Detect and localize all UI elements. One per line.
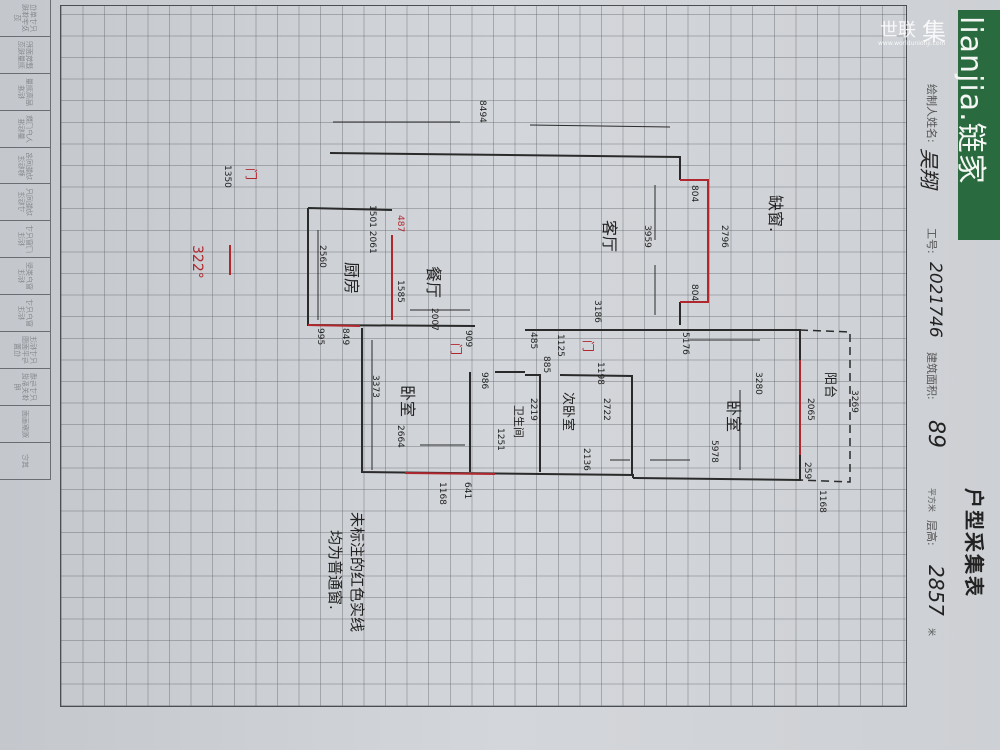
checklist-item: 功能间尺寸标注 (0, 184, 50, 222)
dim-label: 986 (479, 372, 489, 389)
dim-label: 804 (689, 284, 699, 301)
checklist-item: 门窗尺寸标注 (0, 221, 50, 259)
dim-label: 3280 (753, 372, 763, 395)
door-label: 门 (581, 340, 596, 352)
windows (229, 179, 801, 475)
checklist-item: 尺寸单位及字体规范 (0, 0, 50, 37)
wall (469, 371, 633, 475)
checklist-item: 其它 (0, 443, 50, 480)
dim-label: 1251 (495, 428, 505, 451)
dim-label: 3373 (370, 375, 380, 398)
dim-label: 259 (802, 462, 812, 479)
dim-label: 2664 (395, 425, 405, 448)
room-label-second-bedroom: 次卧室 (560, 392, 576, 431)
room-label-balcony: 阳台 (822, 372, 837, 398)
drawing-grid (60, 5, 907, 707)
dim-label: 995 (315, 328, 325, 345)
note-line: 未标注的红色实线 (348, 512, 366, 632)
watermark-mark: 集 (922, 18, 946, 46)
dim-label: 1501 2061 (367, 205, 377, 254)
dim-label: 2796 (719, 225, 729, 248)
room-label-dining: 餐厅 (424, 266, 443, 298)
note: 未标注的红色实线 均为普通窗. (326, 512, 366, 632)
dimension-arrows (317, 121, 760, 470)
dim-label: 2722 (601, 398, 611, 421)
checklist-item: 窗户尺寸标注 (0, 295, 50, 333)
dim-label: 487 (395, 215, 405, 232)
dim-label: 1350 (222, 165, 232, 188)
room-label-master-bedroom: 卧室 (724, 400, 743, 432)
dim-label: 3269 (849, 390, 859, 413)
checklist-item: 入户门数量标准 (0, 111, 50, 148)
dim-label: 3186 (592, 300, 602, 323)
dimension-labels: 8494 1350 1501 2061 487 2560 1585 2007 3… (222, 100, 859, 513)
dim-label: 485 (528, 332, 538, 349)
dim-label: 2560 (317, 245, 327, 268)
dim-label: 8494 (477, 100, 487, 123)
dim-label: 1198 (595, 362, 605, 385)
dim-label: 909 (463, 330, 473, 347)
room-label-kitchen: 厨房 (342, 262, 361, 294)
watermark-url: www.worldunionji.com (878, 40, 946, 47)
checklist-item: 建筑面积测量规范 (0, 37, 50, 74)
dim-label: 804 (689, 185, 699, 202)
dim-label: 1585 (395, 280, 405, 303)
dim-label: 2219 (528, 398, 538, 421)
balcony-outline (799, 329, 851, 483)
checklist-item: 尺寸与墙体关系说明 (0, 369, 50, 406)
checklist-item: 层高测量标准 (0, 74, 50, 111)
dim-label: 2136 (581, 448, 591, 471)
dim-label: 1125 (555, 334, 565, 357)
checklist-column: 尺寸单位及字体规范 建筑面积测量规范 层高测量标准 入户门数量标准 功能间名称标… (0, 0, 51, 480)
door-markers: 门 门 门 322° (189, 168, 596, 355)
wall (329, 152, 681, 180)
checklist-item: 观察画面 (0, 406, 50, 443)
room-labels: 厨房 餐厅 客厅 缺窗. 卧室 卫生间 次卧室 卧室 阳台 (342, 195, 837, 438)
door-label: 门 (449, 343, 464, 355)
checklist-item: 尺寸标注与平面图位置 (0, 332, 50, 369)
room-label-living: 客厅 (600, 220, 619, 252)
window (680, 179, 709, 303)
orientation-label: 322° (189, 245, 205, 279)
room-label-bedroom: 卧室 (398, 385, 417, 417)
dim-label: 2007 (429, 308, 439, 331)
dim-label: 849 (340, 328, 350, 345)
window (307, 324, 496, 475)
dim-label: 1168 (817, 490, 827, 513)
room-label-bathroom: 卫生间 (512, 405, 526, 438)
door-label: 门 (244, 168, 259, 180)
checklist-item: 功能间名称标注 (0, 148, 50, 185)
brand-logo: lianjia.链家 (953, 10, 1000, 240)
room-label-missing-window: 缺窗. (766, 195, 785, 232)
watermark-name: 世联 (880, 20, 916, 41)
checklist-item: 窗户类型标注 (0, 258, 50, 296)
dim-label: 885 (541, 356, 551, 373)
dim-label: 5978 (709, 440, 719, 463)
dim-label: 5176 (680, 332, 690, 355)
dim-label: 3959 (642, 225, 652, 248)
dim-label: 2065 (805, 398, 815, 421)
note-line: 均为普通窗. (326, 530, 344, 610)
dim-label: 1168 (437, 482, 447, 505)
dim-label: 641 (462, 482, 472, 499)
